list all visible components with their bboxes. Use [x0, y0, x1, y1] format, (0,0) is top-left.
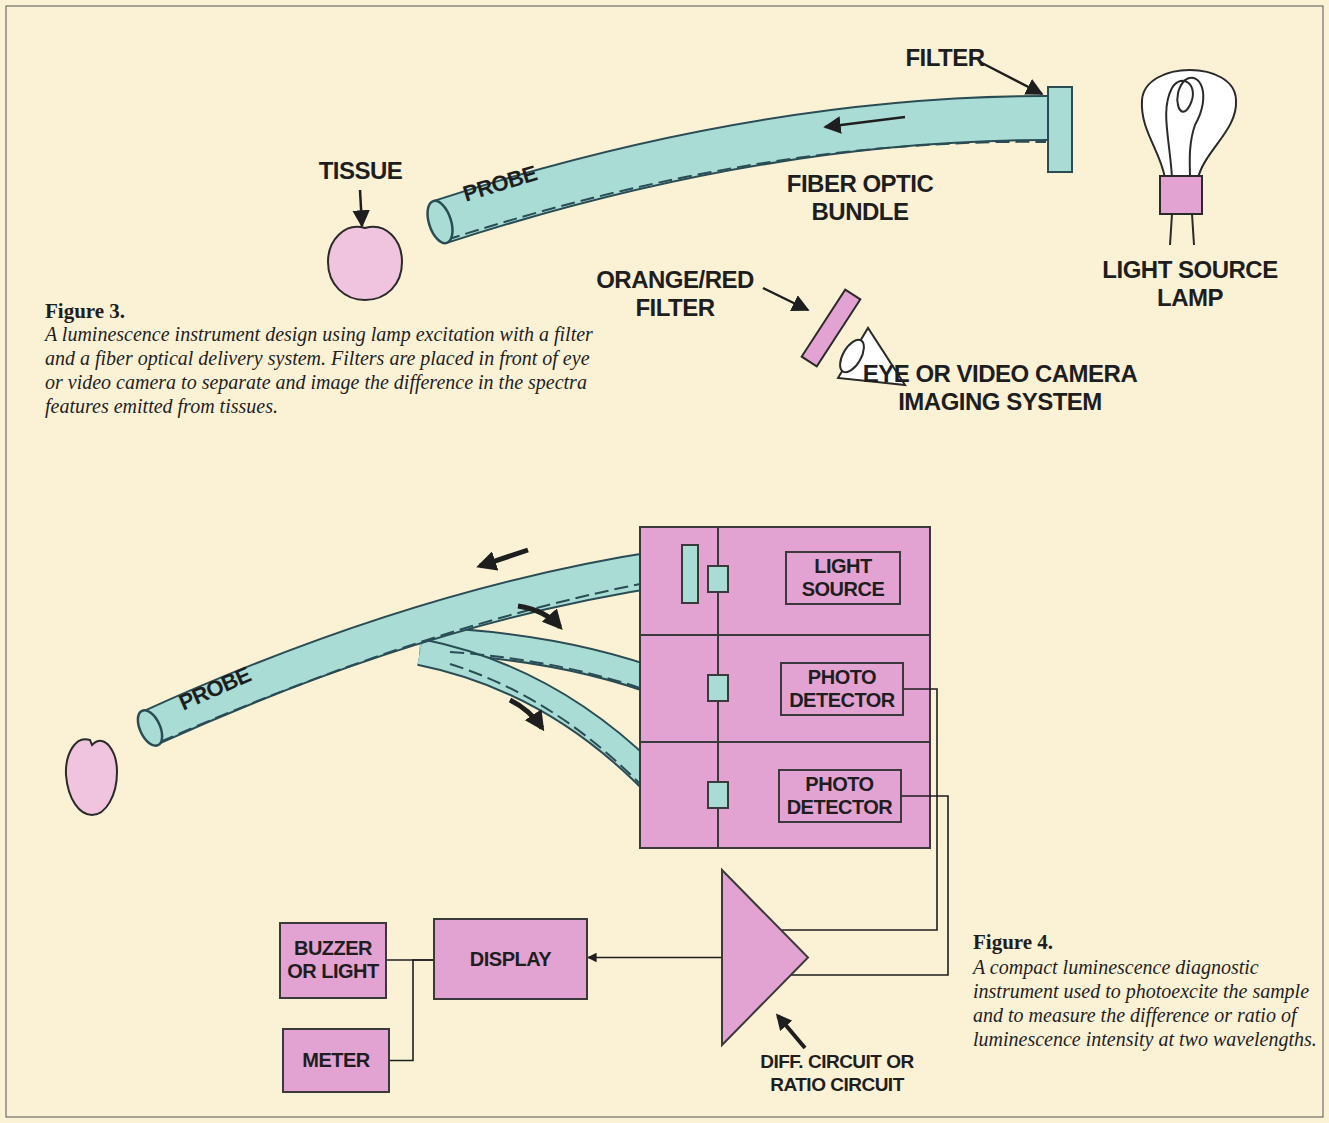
figure-number: Figure 3. [45, 299, 245, 323]
display-box: DISPLAY [433, 918, 588, 1000]
meter-box: METER [282, 1028, 390, 1093]
circuit-label: DIFF. CIRCUIT OR RATIO CIRCUIT [732, 1050, 942, 1096]
probe-branches [133, 550, 666, 805]
diff-circuit-triangle: DIFF. CIRCUIT OR RATIO CIRCUIT [722, 870, 808, 1045]
tissue [66, 739, 117, 815]
light-source-box: LIGHT SOURCE [785, 551, 901, 605]
photo-detector-box: PHOTO DETECTOR [780, 662, 904, 716]
figure-caption: A compact luminescence diagnostic instru… [973, 955, 1323, 1051]
lamp [1142, 70, 1236, 245]
leader-line [980, 62, 1042, 94]
housing [640, 527, 930, 848]
photo-detector-box: PHOTO DETECTOR [778, 769, 902, 823]
tissue [328, 190, 402, 300]
part-label: TISSUE [318, 157, 403, 185]
signal-wire [390, 960, 433, 1061]
box-label: DISPLAY [466, 948, 555, 971]
frame [6, 6, 1323, 1117]
filter [1048, 87, 1072, 172]
box-label: LIGHT SOURCE [787, 555, 899, 601]
box-label: METER [298, 1049, 374, 1072]
triangle-outline [722, 870, 808, 1045]
box-label: PHOTO DETECTOR [780, 773, 900, 819]
part-label: FIBER OPTIC BUNDLE [770, 170, 950, 226]
signal-wire [588, 957, 722, 959]
figure-caption: A luminescence instrument design using l… [45, 322, 600, 418]
triangle-shape [722, 870, 808, 1045]
buzzer-box: BUZZER OR LIGHT [279, 922, 387, 999]
box-label: BUZZER OR LIGHT [281, 937, 385, 983]
part-label: FILTER [900, 44, 990, 72]
fiber-optic-bundle [423, 117, 1048, 246]
part-label: ORANGE/RED FILTER [585, 266, 765, 322]
part-label: LIGHT SOURCE LAMP [1090, 256, 1290, 312]
figure-number: Figure 4. [973, 930, 1173, 954]
leader-line [778, 1016, 805, 1048]
part-label: EYE OR VIDEO CAMERA IMAGING SYSTEM [820, 360, 1180, 416]
box-label: PHOTO DETECTOR [782, 666, 902, 712]
